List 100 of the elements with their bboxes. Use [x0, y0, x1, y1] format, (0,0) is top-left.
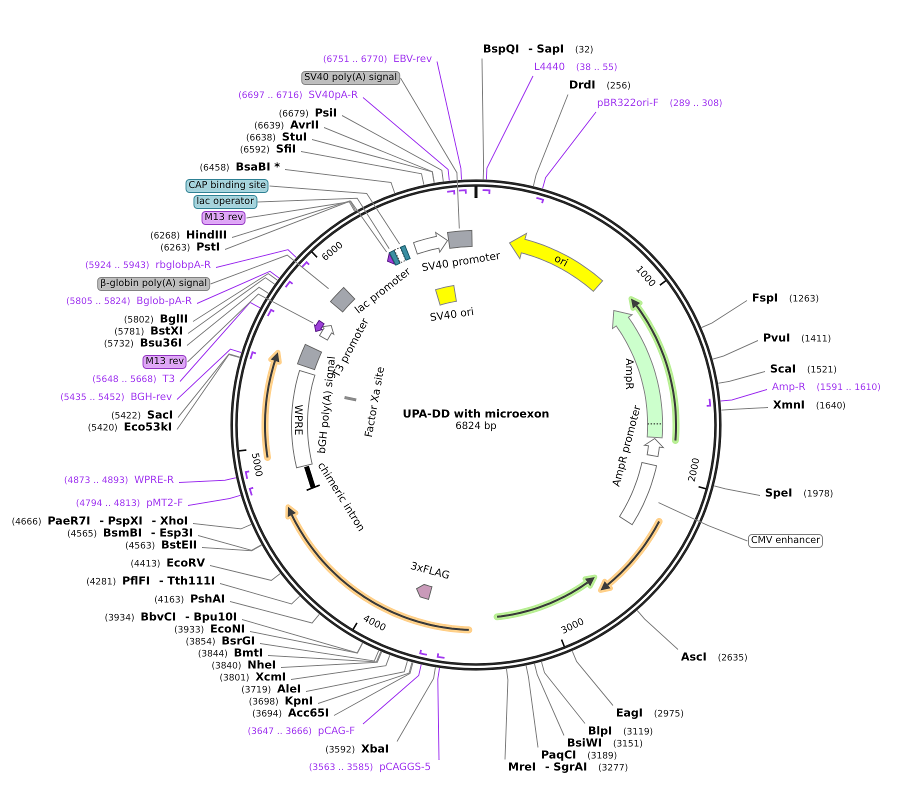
leader-line: [534, 663, 564, 736]
scale-label: 5000: [247, 452, 264, 478]
leader-line: [268, 651, 382, 662]
leader-line: [718, 371, 766, 384]
primer-position: (5805 .. 5824): [66, 296, 130, 309]
cut-site-position: (3719): [241, 684, 272, 698]
leader-line: [342, 115, 444, 182]
cut-site-position: (6268): [150, 230, 180, 244]
enzyme-name: BspQI: [483, 42, 520, 56]
cut-site-position: (6639): [254, 120, 284, 132]
enzyme-name: KpnI: [284, 694, 313, 708]
plasmid-name: UPA-DD with microexon: [402, 408, 550, 420]
scale-label: 3000: [560, 616, 587, 638]
cut-site-position: (3844): [198, 648, 228, 662]
enzyme-name: EagI: [616, 706, 643, 720]
leader-line: [230, 601, 320, 624]
cut-site-position: (4666): [12, 516, 42, 530]
feature-label: ori: [552, 252, 570, 270]
primer-name: L4440: [534, 61, 566, 74]
leader-line: [210, 254, 330, 290]
enzyme-name: - XhoI: [152, 514, 188, 528]
cut-site-position: (4281): [86, 576, 116, 590]
leader-line: [188, 494, 241, 506]
leader-line: [658, 502, 748, 542]
leader-line: [186, 286, 269, 346]
leader-line: [210, 565, 281, 581]
leader-line: [720, 389, 768, 402]
leader-line: [280, 652, 382, 668]
enzyme-name: SfiI: [276, 142, 296, 156]
enzyme-name: BsrGI: [222, 634, 255, 648]
leader-line: [701, 300, 748, 328]
primer-position: (5435 .. 5452): [60, 392, 124, 405]
leader-line: [437, 668, 440, 760]
enzyme-name: DrdI: [569, 78, 596, 92]
primer-name: BGH-rev: [130, 391, 172, 404]
cut-site-position: (1521): [806, 364, 837, 378]
leader-line: [192, 273, 278, 322]
cut-site-position: (3151): [612, 738, 643, 752]
enzyme-name: PaeR7I: [48, 514, 90, 528]
primer-name: SV40pA-R: [308, 89, 358, 102]
cut-site-position: (3694): [252, 708, 282, 722]
enzyme-name: EcoRV: [166, 556, 205, 570]
enzyme-name: NheI: [247, 658, 276, 672]
enzyme-name: MreI: [508, 760, 536, 774]
cut-site-position: (3933): [174, 624, 204, 638]
cut-site-position: (1978): [803, 488, 834, 502]
enzyme-name: BsmBI: [103, 526, 142, 540]
feature-tag: CAP binding site: [186, 179, 269, 193]
cut-site-position: (4413): [130, 558, 160, 572]
enzyme-name: StuI: [282, 130, 307, 144]
leader-line: [242, 619, 363, 654]
leader-line: [318, 662, 412, 704]
leader-line: [202, 544, 262, 552]
cut-site-position: (1640): [816, 400, 846, 414]
enzyme-name: SpeI: [765, 486, 792, 500]
leader-line: [250, 631, 364, 654]
leader-line: [312, 139, 435, 184]
leader-line: [269, 186, 400, 244]
cut-site-position: (3592): [325, 744, 356, 758]
primer-position: (1591 .. 1610): [816, 382, 881, 395]
primer-name: pCAG-F: [318, 725, 355, 738]
leader-line: [400, 78, 460, 229]
cut-site-position: (5420): [88, 422, 118, 436]
leader-line: [284, 169, 396, 194]
leader-line: [532, 94, 568, 186]
cut-site-position: (1411): [801, 334, 832, 346]
primer-position: (3563 .. 3585): [308, 762, 374, 775]
feature-tag: β-globin poly(A) signal: [97, 277, 210, 291]
enzyme-name: XcmI: [255, 670, 286, 684]
primer-name: EBV-rev: [393, 53, 432, 66]
leader-line: [526, 665, 538, 748]
cut-site-position: (3801): [220, 672, 250, 686]
enzyme-name: FspI: [752, 292, 778, 304]
cut-site-position: (32): [574, 44, 594, 58]
enzyme-name: BstXI: [150, 324, 183, 338]
feature-label: SV40 ori: [429, 306, 475, 324]
primer-name: pBR322ori-F: [597, 97, 659, 110]
leader-line: [192, 523, 252, 530]
primer-position: (3647 .. 3666): [248, 726, 312, 739]
leader-line: [176, 354, 240, 430]
plasmid-size: 6824 bp: [455, 421, 497, 433]
leader-line: [541, 661, 586, 724]
leader-line: [482, 58, 484, 180]
cut-site-position: (4163): [154, 594, 184, 608]
cut-site-position: (4563): [125, 540, 156, 554]
leader-line: [224, 200, 356, 250]
enzyme-name: BglII: [160, 312, 188, 326]
leader-line: [362, 97, 450, 182]
cut-site-position: (3119): [623, 726, 654, 740]
enzyme-name: XmnI: [773, 398, 805, 412]
primer-position: (4873 .. 4893): [64, 475, 128, 488]
enzyme-name: PshAI: [190, 592, 225, 606]
leader-line: [396, 666, 436, 742]
enzyme-name: BsaBI *: [236, 160, 280, 174]
enzyme-name: BstEII: [161, 538, 197, 552]
enzyme-name: AscI: [681, 650, 707, 664]
primer-position: (5648 .. 5668): [92, 374, 157, 387]
leader-line: [362, 664, 422, 724]
cut-site-position: (6458): [200, 162, 230, 176]
primer-name: pCAGGS-5: [379, 761, 431, 774]
